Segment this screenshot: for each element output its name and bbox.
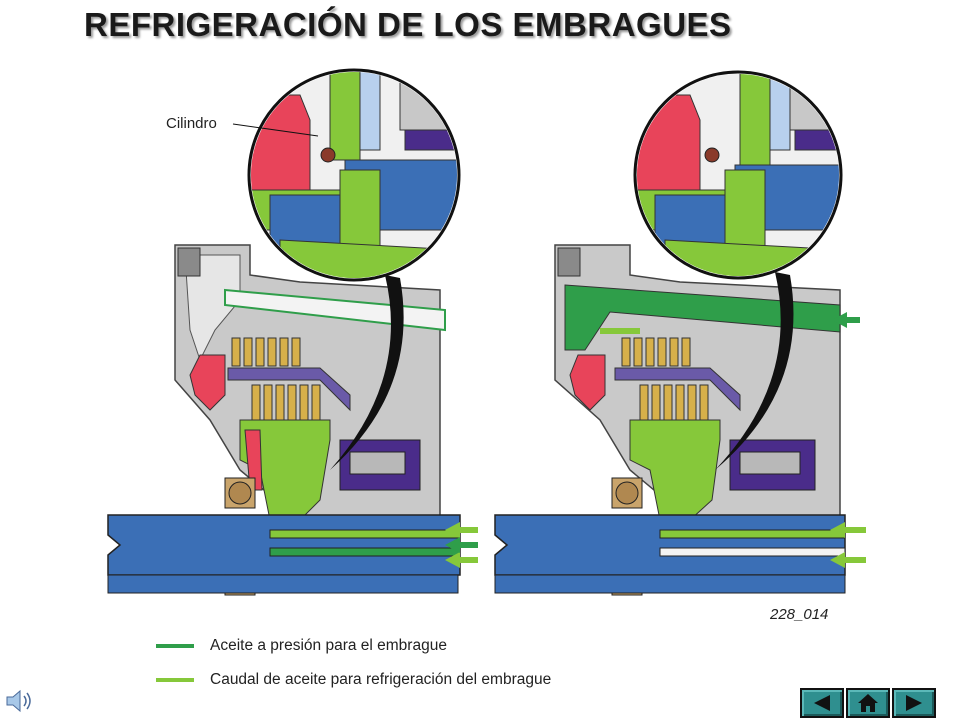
legend-swatch-pressure — [156, 644, 194, 648]
legend-text-pressure: Aceite a presión para el embrague — [210, 637, 447, 654]
legend-swatch-cooling — [156, 678, 194, 682]
page-title: REFRIGERACIÓN DE LOS EMBRAGUES — [84, 6, 732, 43]
legend-text-cooling: Caudal de aceite para refrigeración del … — [210, 671, 552, 688]
home-button[interactable] — [846, 688, 890, 718]
legend-cooling-oil: Caudal de aceite para refrigeración del … — [156, 671, 551, 689]
triangle-left-icon — [814, 695, 830, 711]
triangle-right-icon — [906, 695, 922, 711]
speaker-icon[interactable] — [4, 686, 34, 721]
next-slide-button[interactable] — [892, 688, 936, 718]
prev-slide-button[interactable] — [800, 688, 844, 718]
legend-pressure-oil: Aceite a presión para el embrague — [156, 637, 447, 655]
slide-navigation — [800, 688, 938, 718]
cylinder-label: Cilindro — [166, 115, 217, 132]
right-assembly — [494, 70, 866, 596]
figure-code: 228_014 — [770, 606, 829, 623]
left-assembly — [107, 68, 478, 596]
home-icon — [858, 694, 878, 712]
